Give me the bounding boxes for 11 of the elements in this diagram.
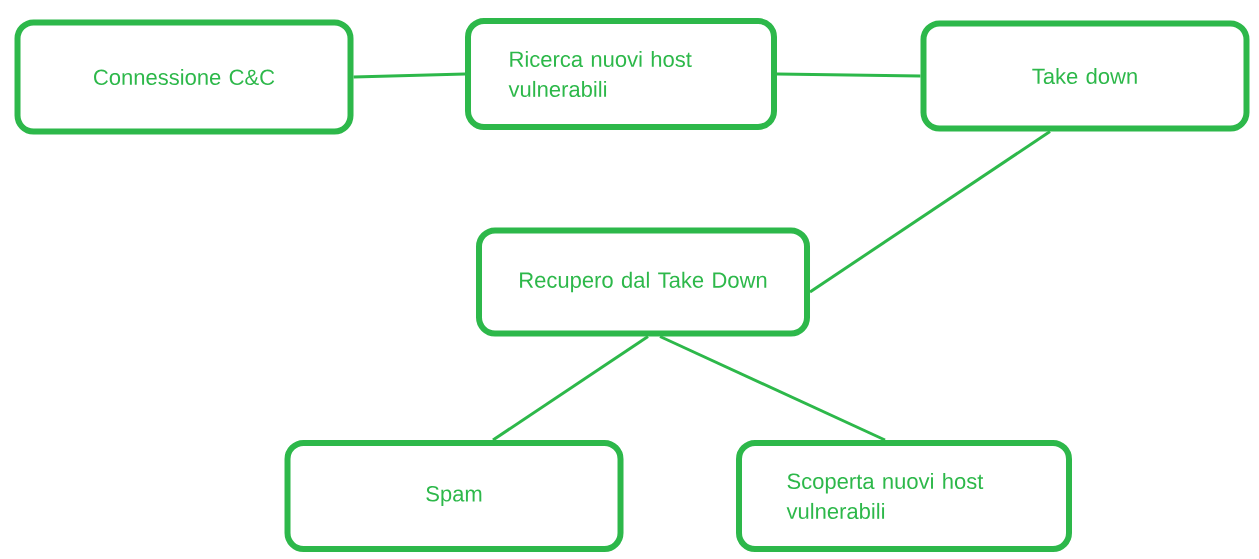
process-box: Recupero dal Take Down (476, 227, 810, 337)
connector-line (659, 335, 886, 442)
connector-line (776, 72, 921, 78)
process-box: Ricerca nuovi host vulnerabili (465, 18, 777, 130)
connector-line (809, 130, 1051, 294)
process-box: Connessione C&C (14, 19, 354, 135)
connector-line (353, 72, 466, 79)
process-box: Spam (284, 440, 624, 552)
process-box: Take down (920, 20, 1250, 132)
process-box: Scoperta nuovi host vulnerabili (736, 440, 1072, 552)
connector-line (492, 335, 649, 442)
